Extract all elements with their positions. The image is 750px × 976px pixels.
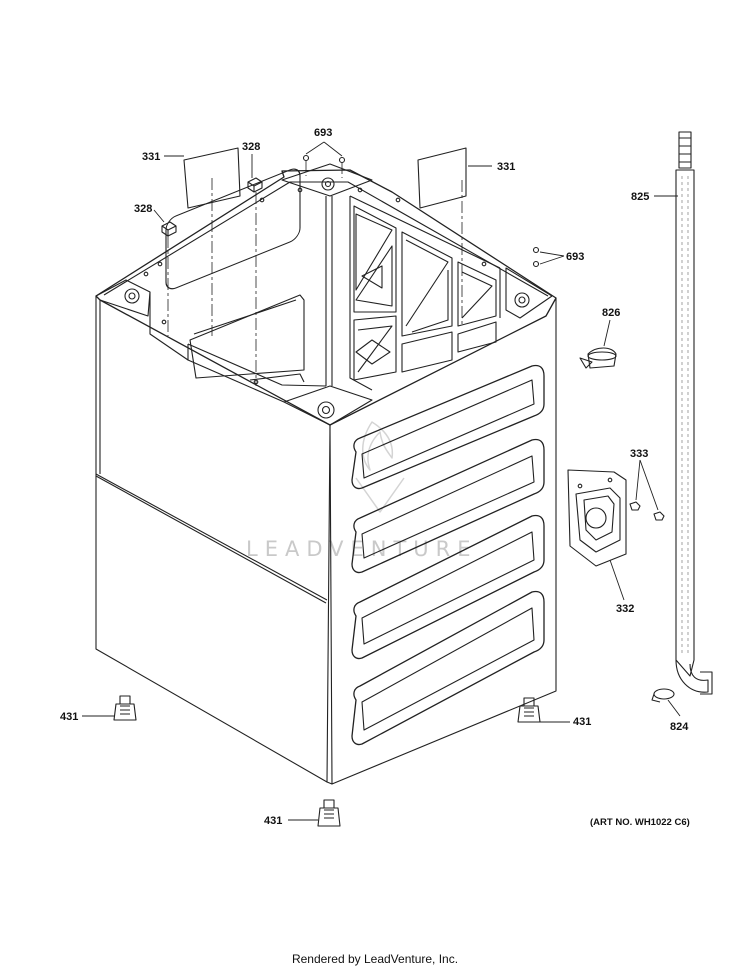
leg-431-right bbox=[517, 697, 541, 723]
callout-331-right[interactable]: 331 bbox=[497, 161, 515, 173]
callout-431-left[interactable]: 431 bbox=[60, 711, 78, 723]
leader-lines bbox=[82, 141, 681, 821]
screws-693-right bbox=[532, 246, 540, 268]
callout-693-right[interactable]: 693 bbox=[566, 251, 584, 263]
screws-693-top bbox=[302, 154, 346, 164]
callout-431-right[interactable]: 431 bbox=[573, 716, 591, 728]
watermark-logo bbox=[355, 421, 405, 513]
hose-clamp-824 bbox=[651, 688, 675, 703]
callout-332[interactable]: 332 bbox=[616, 603, 634, 615]
cabinet bbox=[95, 163, 557, 785]
callout-328-upper[interactable]: 328 bbox=[242, 141, 260, 153]
art-number: (ART NO. WH1022 C6) bbox=[590, 817, 690, 828]
watermark-text: LEADVENTURE bbox=[246, 537, 478, 561]
nuts-333 bbox=[629, 501, 665, 521]
assembly-lines bbox=[167, 160, 463, 386]
pad-331-right bbox=[417, 147, 467, 209]
cover-332 bbox=[567, 469, 627, 567]
drain-hose-825 bbox=[675, 131, 713, 695]
callout-825[interactable]: 825 bbox=[631, 191, 649, 203]
clip-328-lower bbox=[161, 221, 177, 237]
clip-328-upper bbox=[247, 177, 263, 193]
callout-431-bottom[interactable]: 431 bbox=[264, 815, 282, 827]
callout-333[interactable]: 333 bbox=[630, 448, 648, 460]
callout-331-left[interactable]: 331 bbox=[142, 151, 160, 163]
clamp-826 bbox=[579, 347, 617, 369]
callout-824[interactable]: 824 bbox=[670, 721, 689, 733]
leg-431-left bbox=[113, 695, 137, 721]
callout-328-lower[interactable]: 328 bbox=[134, 203, 152, 215]
render-credit: Rendered by LeadVenture, Inc. bbox=[291, 952, 459, 966]
leg-431-bottom bbox=[317, 799, 341, 827]
callout-693-top[interactable]: 693 bbox=[314, 127, 332, 139]
callout-826[interactable]: 826 bbox=[602, 307, 620, 319]
pad-331-left bbox=[183, 147, 241, 209]
